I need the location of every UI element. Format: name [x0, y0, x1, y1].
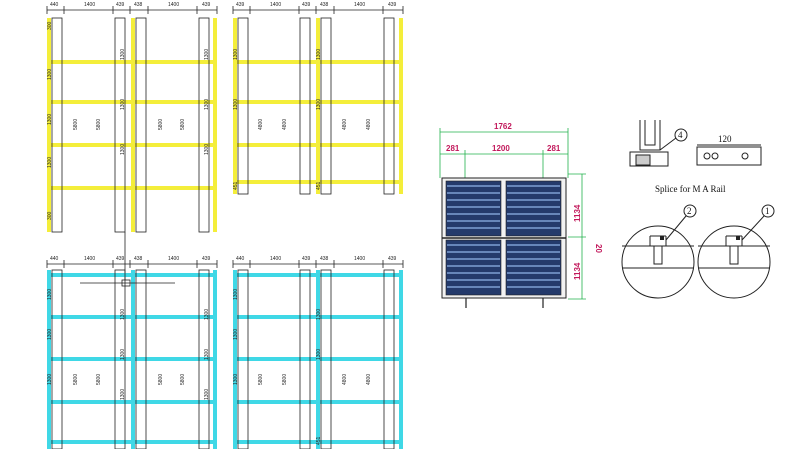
dim-label: 1400	[354, 2, 365, 8]
dim-label: 438	[134, 256, 143, 262]
vdim-label: 1300	[233, 49, 239, 60]
panel-elevation: 1762 281 1200 281 1134 1134 20	[439, 122, 603, 308]
length-label: 4800	[366, 374, 372, 385]
vdim-label: 1300	[233, 329, 239, 340]
plan-top-left: 440 1400 439 438 1400 439 300 1300 1300 …	[46, 2, 218, 233]
length-label: 5800	[158, 374, 164, 385]
length-label: 4800	[366, 119, 372, 130]
dim-label: 439	[302, 256, 311, 262]
gap-dim: 20	[594, 244, 603, 253]
plan-bottom-right: 440 1400 439 438 1400 439 1300 1300 1300…	[232, 256, 404, 449]
dim-label: 439	[236, 2, 245, 8]
vdim-label: 1300	[204, 49, 210, 60]
vdim-label: 1300	[47, 157, 53, 168]
vdim-label: 1300	[316, 99, 322, 110]
vdim-label: 1300	[233, 374, 239, 385]
top-left-panels	[46, 6, 218, 233]
vdim-label: 300	[47, 211, 53, 220]
vdim-label: 451	[233, 181, 239, 190]
vdim-label: 300	[47, 21, 53, 30]
top-left-rails	[47, 18, 217, 232]
overall-width-dim: 1762	[494, 122, 512, 131]
vdim-label: 1300	[316, 309, 322, 320]
dim-label: 1400	[270, 2, 281, 8]
dim-label: 1400	[168, 2, 179, 8]
splice-detail: 4 120 Splice for M A Rail	[629, 120, 762, 194]
vdim-label: 1300	[47, 69, 53, 80]
dim-label: 439	[116, 256, 125, 262]
length-label: 5800	[258, 374, 264, 385]
detail-bubble-4: 4	[678, 130, 683, 140]
length-label: 5800	[96, 119, 102, 130]
splice-caption: Splice for M A Rail	[655, 184, 726, 194]
dim-label: 1400	[168, 256, 179, 262]
length-label: 4800	[342, 119, 348, 130]
dim-label: 1400	[354, 256, 365, 262]
vdim-label: 1300	[204, 99, 210, 110]
top-left-vertical-labels: 300 1300 1300 1300 300 5800 5800 5800 58…	[47, 21, 210, 220]
length-label: 4800	[282, 119, 288, 130]
plan-top-right: 439 1400 439 438 1400 439 1300 1300 451 …	[232, 2, 404, 195]
detail-bubble-2: 2	[687, 206, 692, 216]
splice-width-dim: 120	[718, 134, 732, 144]
panel-array	[441, 177, 567, 308]
center-span-dim: 1200	[492, 144, 510, 153]
vdim-label: 1300	[47, 114, 53, 125]
dim-label: 1400	[270, 256, 281, 262]
length-label: 5800	[73, 119, 79, 130]
overhang-left-dim: 281	[446, 144, 460, 153]
dim-label: 439	[202, 2, 211, 8]
dim-label: 1400	[84, 2, 95, 8]
dim-label: 1400	[84, 256, 95, 262]
length-label: 5800	[96, 374, 102, 385]
dim-label: 439	[388, 256, 397, 262]
vdim-label: 1300	[47, 329, 53, 340]
length-label: 4800	[342, 374, 348, 385]
length-label: 5800	[73, 374, 79, 385]
vdim-label: 1300	[204, 349, 210, 360]
vdim-label: 1300	[120, 99, 126, 110]
vdim-label: 1300	[120, 309, 126, 320]
length-label: 5800	[180, 119, 186, 130]
top-left-dim-labels: 440 1400 439 438 1400 439	[50, 2, 211, 8]
length-label: 4800	[258, 119, 264, 130]
dim-label: 440	[236, 256, 245, 262]
dim-label: 438	[320, 2, 329, 8]
vdim-label: 1300	[233, 289, 239, 300]
vdim-label: 451	[316, 436, 322, 445]
vdim-label: 1300	[120, 49, 126, 60]
dim-label: 440	[50, 2, 59, 8]
vdim-label: 1300	[120, 349, 126, 360]
dim-label: 439	[202, 256, 211, 262]
length-label: 5800	[158, 119, 164, 130]
vdim-label: 1300	[316, 49, 322, 60]
vdim-label: 1300	[47, 374, 53, 385]
vdim-label: 1300	[47, 289, 53, 300]
vdim-label: 1300	[204, 144, 210, 155]
panel-height-bottom-dim: 1134	[573, 262, 582, 280]
length-label: 5800	[180, 374, 186, 385]
detail-bubble-1: 1	[765, 206, 770, 216]
vdim-label: 1300	[120, 389, 126, 400]
dim-label: 438	[134, 2, 143, 8]
clamp-details: 2 1	[621, 204, 775, 299]
vdim-label: 451	[316, 181, 322, 190]
vdim-label: 1300	[204, 309, 210, 320]
vdim-label: 1300	[316, 349, 322, 360]
dim-label: 438	[320, 256, 329, 262]
overhang-right-dim: 281	[547, 144, 561, 153]
plan-bottom-left: 440 1400 439 438 1400 439 1300 1300 1300…	[46, 232, 218, 449]
vdim-label: 1300	[204, 389, 210, 400]
dim-label: 439	[302, 2, 311, 8]
length-label: 5800	[282, 374, 288, 385]
panel-height-top-dim: 1134	[573, 204, 582, 222]
vdim-label: 1300	[233, 99, 239, 110]
dim-label: 440	[50, 256, 59, 262]
vdim-label: 1300	[120, 144, 126, 155]
dim-label: 439	[388, 2, 397, 8]
dim-label: 439	[116, 2, 125, 8]
